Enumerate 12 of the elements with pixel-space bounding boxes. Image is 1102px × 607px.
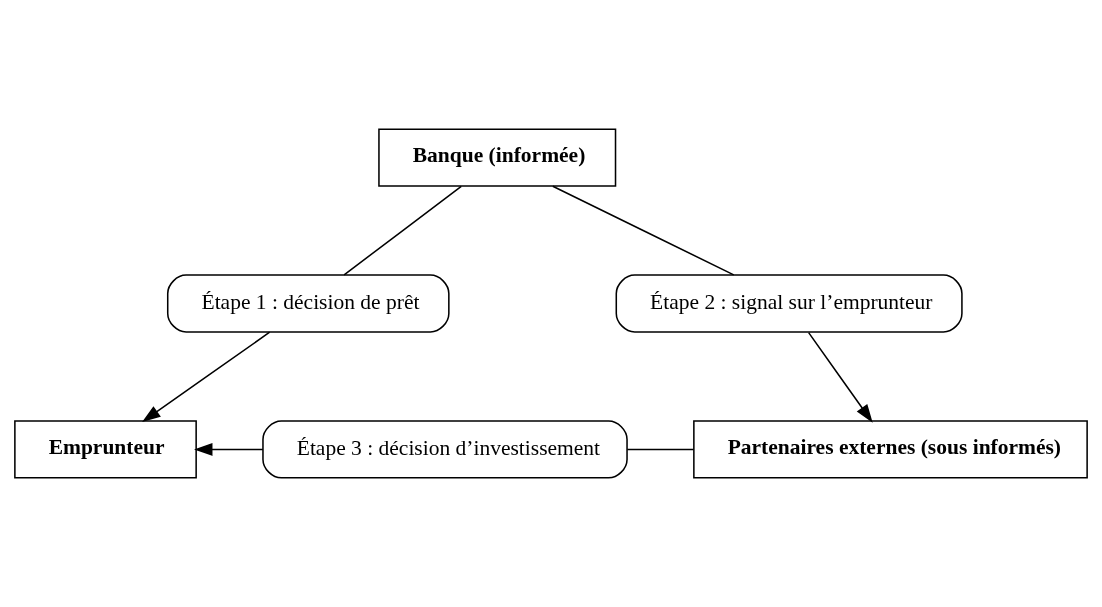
connector [552,185,735,276]
connector [626,448,695,451]
node-box: Banque (informée) [378,128,617,187]
node-box: Étape 3 : décision d’investissement [262,420,628,479]
arrow [142,331,271,423]
arrow [194,442,264,456]
node-box: Étape 1 : décision de prêt [166,274,450,333]
node-box: Partenaires externes (sous informés) [693,420,1088,479]
connector [343,185,463,276]
node-box: Emprunteur [14,420,197,479]
arrow [807,331,873,423]
node-box: Étape 2 : signal sur l’emprunteur [615,274,963,333]
